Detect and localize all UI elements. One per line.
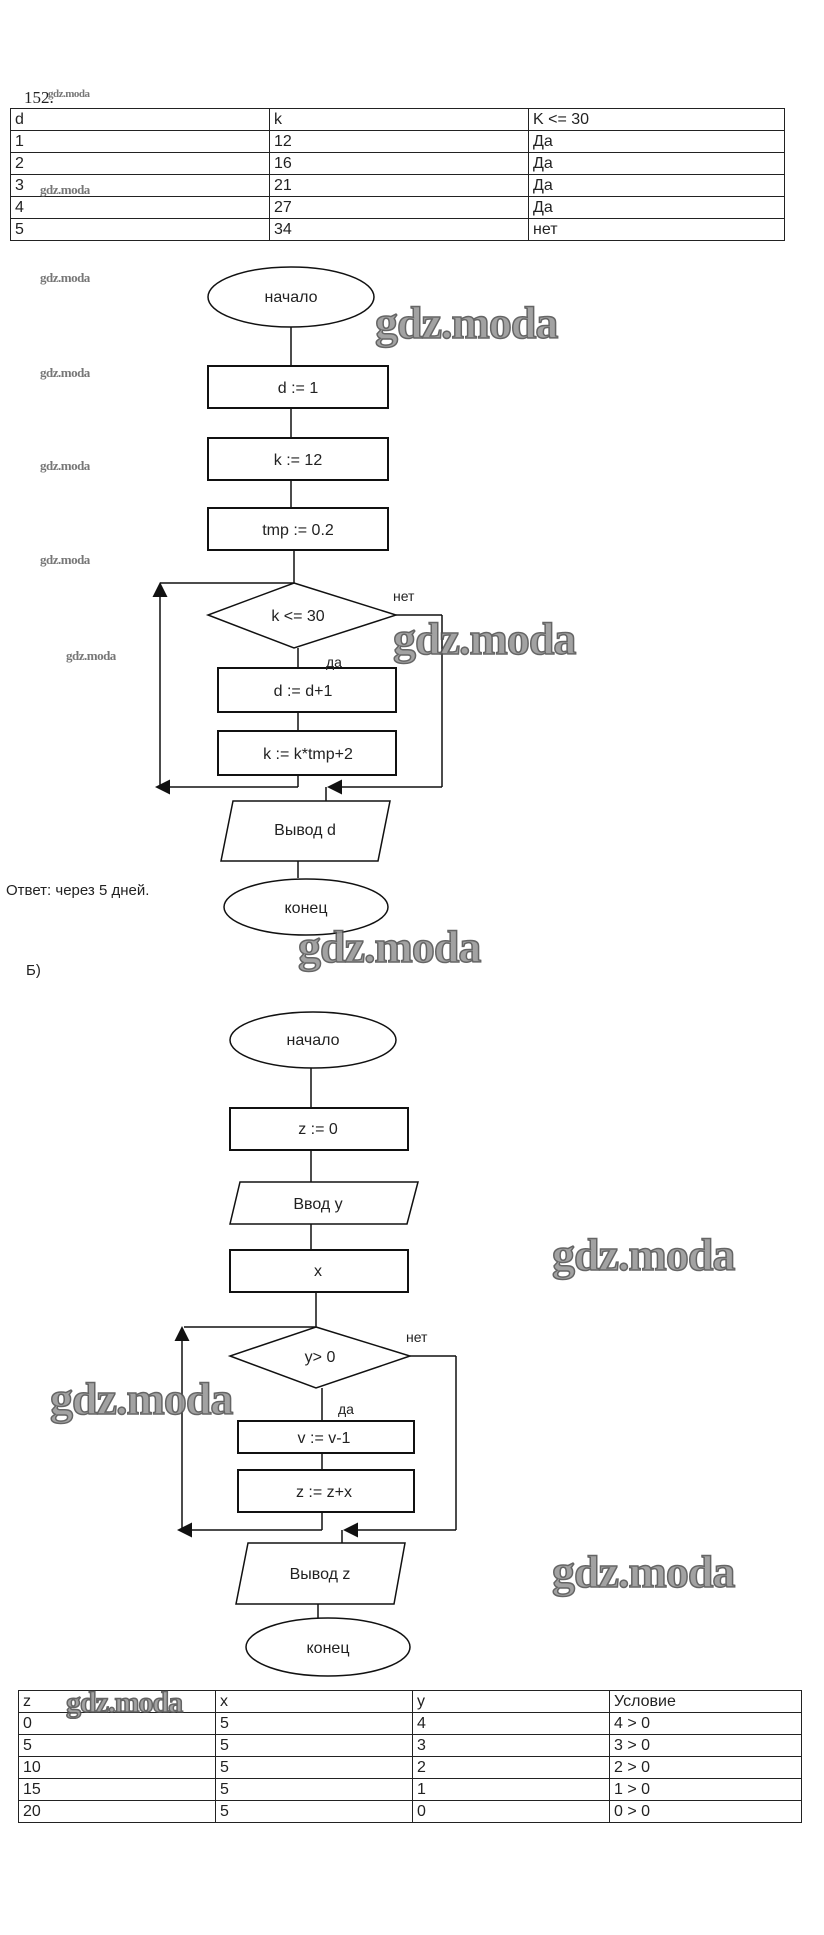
answer-text: Ответ: через 5 дней. [6, 882, 150, 899]
watermark: gdz.moda [297, 920, 482, 973]
end-terminal-b [245, 1617, 411, 1677]
cell: 4 [412, 1712, 610, 1735]
header-cell: K <= 30 [528, 108, 785, 131]
decision-b [227, 1326, 413, 1389]
process-box-a4 [217, 667, 397, 713]
cell: 5 [215, 1734, 413, 1757]
start-label-a: начало [264, 289, 317, 306]
output-box-a [220, 800, 391, 862]
cell: Да [528, 196, 785, 219]
loop-step-label: d := d+1 [274, 683, 333, 700]
cell: 0 > 0 [609, 1800, 802, 1823]
step-label: k := 12 [274, 452, 323, 469]
cell: нет [528, 218, 785, 241]
watermark: gdz.moda [40, 552, 90, 567]
cell: 0 [412, 1800, 610, 1823]
process-box-a1 [207, 365, 389, 409]
decision-a [205, 582, 399, 649]
part-b-label: Б) [26, 962, 41, 979]
watermark: gdz.moda [40, 182, 90, 197]
input-label-b: Ввод y [293, 1196, 342, 1213]
cell: 1 > 0 [609, 1778, 802, 1801]
watermark: gdz.moda [49, 1372, 234, 1425]
cell: 5 [10, 218, 270, 241]
watermark: gdz.moda [40, 458, 90, 473]
process-box-b1 [229, 1107, 409, 1151]
step-label: z := 0 [298, 1121, 338, 1138]
watermark: gdz.moda [48, 88, 90, 100]
cell: 20 [18, 1800, 216, 1823]
step-label: d := 1 [278, 380, 319, 397]
cell: 5 [215, 1800, 413, 1823]
end-label-b: конец [307, 1640, 350, 1657]
process-box-a5 [217, 730, 397, 776]
output-label-b: Вывод z [290, 1566, 351, 1583]
watermark: gdz.moda [551, 1228, 736, 1281]
no-label-a: нет [393, 588, 415, 604]
cell: 15 [18, 1778, 216, 1801]
yes-label-b: да [338, 1401, 354, 1417]
process-box-b4 [237, 1469, 415, 1513]
start-terminal-b [229, 1011, 397, 1069]
process-box-b3 [237, 1420, 415, 1454]
cell: 2 [412, 1756, 610, 1779]
condition-label-b: y> 0 [305, 1349, 336, 1366]
cell: 5 [215, 1712, 413, 1735]
cell: 10 [18, 1756, 216, 1779]
loop-step-label: k := k*tmp+2 [263, 746, 353, 763]
header-cell: y [412, 1690, 610, 1713]
step-label: tmp := 0.2 [262, 522, 334, 539]
cell: 4 > 0 [609, 1712, 802, 1735]
watermark: gdz.moda [392, 612, 577, 665]
cell: 21 [269, 174, 529, 197]
end-label-a: конец [285, 900, 328, 917]
watermark: gdz.moda [65, 1685, 184, 1720]
process-box-a2 [207, 437, 389, 481]
watermark: gdz.moda [66, 648, 116, 663]
process-box-b2 [229, 1249, 409, 1293]
process-box-a3 [207, 507, 389, 551]
watermark: gdz.moda [374, 296, 559, 349]
input-box-b [229, 1181, 419, 1225]
table-header-row: d k K <= 30 [10, 108, 785, 131]
header-cell: Условие [609, 1690, 802, 1713]
cell: 5 [215, 1756, 413, 1779]
cell: 3 > 0 [609, 1734, 802, 1757]
task-number: 152. [24, 88, 54, 107]
cell: 1 [412, 1778, 610, 1801]
cell: 3 [412, 1734, 610, 1757]
output-label-a: Вывод d [274, 822, 336, 839]
loop-step-label: v := v-1 [298, 1430, 351, 1447]
header-cell: x [215, 1690, 413, 1713]
cell: 34 [269, 218, 529, 241]
yes-label-a: да [326, 654, 342, 670]
no-label-b: нет [406, 1329, 428, 1345]
output-box-b [235, 1542, 406, 1605]
cell: 5 [18, 1734, 216, 1757]
watermark: gdz.moda [40, 365, 90, 380]
cell: 2 > 0 [609, 1756, 802, 1779]
watermark: gdz.moda [551, 1545, 736, 1598]
table-header-row: z x y Условие [18, 1690, 802, 1713]
watermark: gdz.moda [40, 270, 90, 285]
loop-step-label: z := z+x [296, 1484, 352, 1501]
start-label-b: начало [286, 1032, 339, 1049]
condition-label-a: k <= 30 [271, 608, 324, 625]
end-terminal-a [223, 878, 389, 936]
step-x-label: x [314, 1263, 322, 1280]
cell: 5 [215, 1778, 413, 1801]
